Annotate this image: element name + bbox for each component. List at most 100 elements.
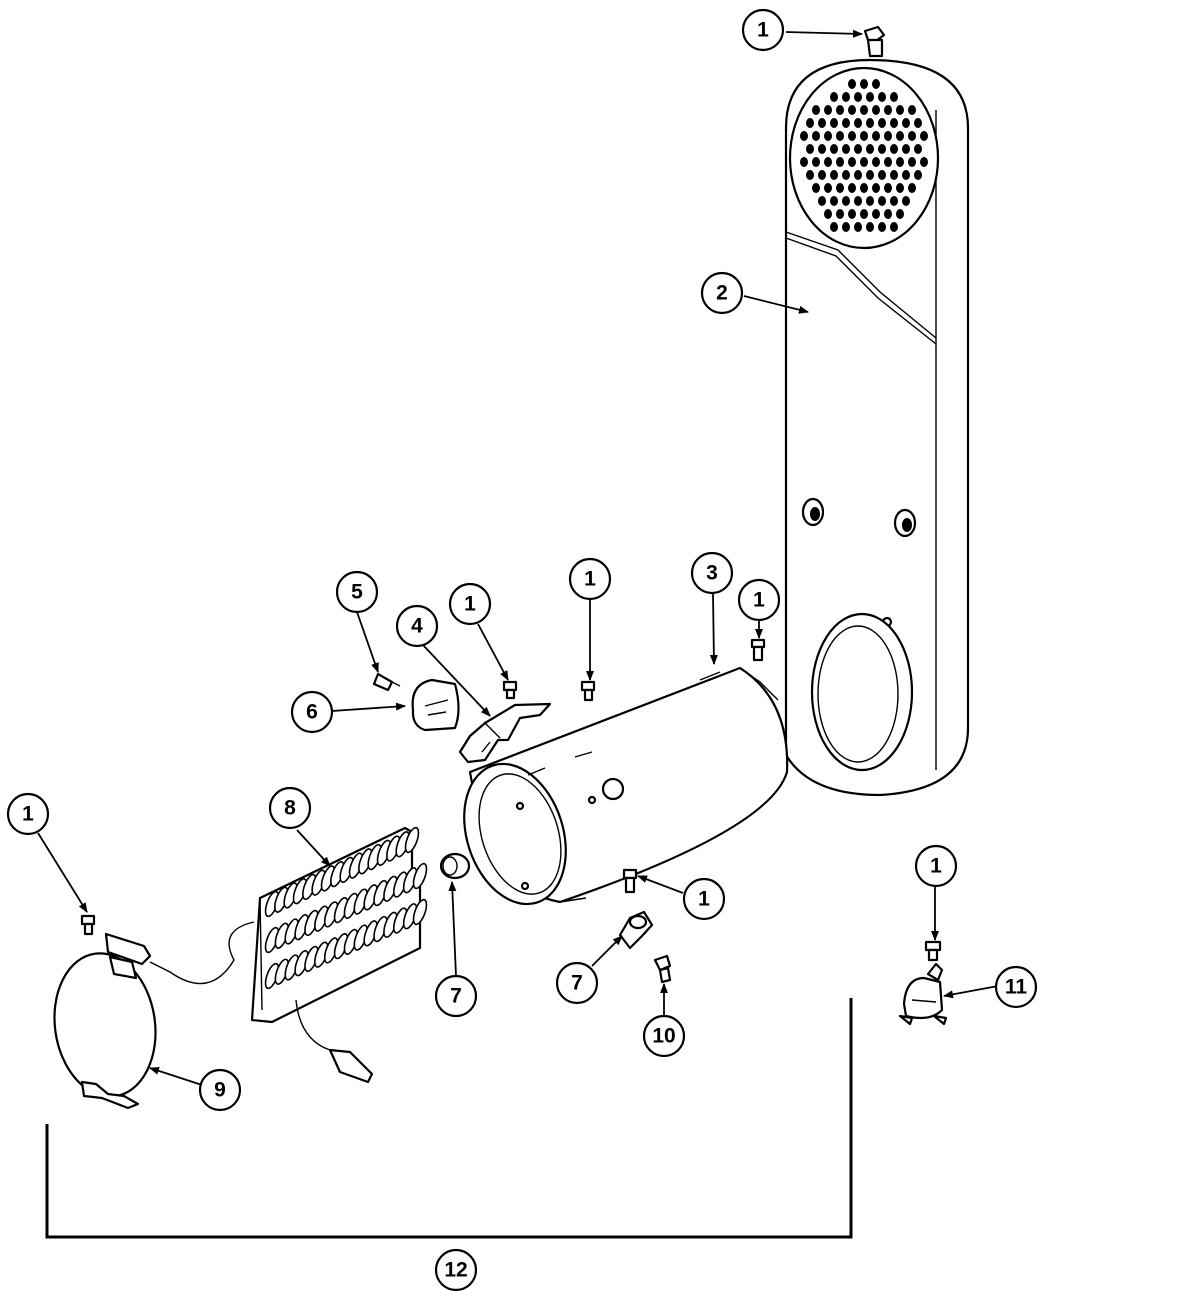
grille-hole	[854, 196, 862, 206]
grille-hole	[848, 131, 856, 141]
grille-hole	[824, 157, 832, 167]
grille-hole	[836, 209, 844, 219]
grille-hole	[848, 209, 856, 219]
callout-9: 9	[198, 1068, 242, 1112]
coil-loop	[412, 862, 428, 890]
screw-icon	[750, 638, 766, 662]
grille-hole	[830, 92, 838, 102]
grille-hole	[908, 131, 916, 141]
grille-hole	[920, 131, 928, 141]
callout-1: 1	[568, 557, 612, 601]
grille-hole	[836, 183, 844, 193]
grille-hole	[830, 222, 838, 232]
grille-hole	[860, 183, 868, 193]
callout-12: 12	[434, 1248, 478, 1292]
grille-hole	[866, 118, 874, 128]
svg-text:1: 1	[584, 568, 596, 591]
grille-hole	[890, 196, 898, 206]
grille-hole	[872, 79, 880, 89]
grille-hole	[908, 105, 916, 115]
callout-10: 10	[642, 1014, 686, 1058]
screw-icon	[622, 868, 638, 894]
screw-icon	[80, 914, 96, 936]
grille-hole	[884, 157, 892, 167]
heating-element	[104, 826, 428, 1084]
grille-hole	[824, 105, 832, 115]
grille-hole	[812, 131, 820, 141]
grille-hole	[860, 79, 868, 89]
grille-hole	[896, 157, 904, 167]
grille-hole	[908, 157, 916, 167]
callout-6: 6	[290, 690, 334, 734]
callout-5: 5	[335, 570, 379, 614]
grille-hole	[872, 131, 880, 141]
grille-hole	[902, 170, 910, 180]
grille-hole	[872, 157, 880, 167]
duct-panel	[784, 58, 970, 797]
grille-hole	[818, 144, 826, 154]
svg-text:2: 2	[716, 282, 728, 305]
grille-hole	[848, 79, 856, 89]
grille-hole	[842, 92, 850, 102]
grille-hole	[806, 170, 814, 180]
grille-hole	[902, 118, 910, 128]
grille-hole	[908, 183, 916, 193]
grille-hole	[854, 92, 862, 102]
screw-icon	[580, 680, 596, 702]
svg-text:4: 4	[411, 615, 423, 638]
callout-1: 1	[682, 877, 726, 921]
grille-hole	[890, 170, 898, 180]
svg-text:1: 1	[930, 855, 942, 878]
grille-hole	[872, 183, 880, 193]
callout-1: 1	[914, 844, 958, 888]
grille-hole	[866, 222, 874, 232]
callout-8: 8	[268, 786, 312, 830]
grille-hole	[860, 157, 868, 167]
grille-hole	[842, 222, 850, 232]
grille-hole	[890, 144, 898, 154]
grille-hole	[866, 144, 874, 154]
callout-1: 1	[448, 582, 492, 626]
grille-hole	[914, 170, 922, 180]
svg-text:1: 1	[757, 19, 769, 42]
grille-hole	[860, 131, 868, 141]
coil-loop	[412, 898, 428, 926]
callout-1: 1	[737, 578, 781, 622]
grille-hole	[824, 131, 832, 141]
grille-hole	[830, 196, 838, 206]
grille-hole	[878, 222, 886, 232]
grille-hole	[830, 144, 838, 154]
svg-text:1: 1	[22, 803, 34, 826]
grille-hole	[818, 170, 826, 180]
callout-7: 7	[434, 974, 478, 1018]
svg-text:11: 11	[1005, 976, 1028, 999]
svg-text:8: 8	[284, 797, 296, 820]
callout-4: 4	[395, 604, 439, 648]
grille-hole	[806, 118, 814, 128]
grille-hole	[878, 92, 886, 102]
grille-hole	[866, 170, 874, 180]
grille-hole	[914, 118, 922, 128]
grille-hole	[902, 196, 910, 206]
grille-hole	[896, 183, 904, 193]
grille-hole	[842, 144, 850, 154]
svg-text:6: 6	[306, 701, 318, 724]
coil-loop	[404, 826, 420, 854]
grille-hole	[836, 157, 844, 167]
svg-text:1: 1	[464, 593, 476, 616]
grille-hole	[878, 144, 886, 154]
grille-hole	[896, 131, 904, 141]
grille-hole	[806, 144, 814, 154]
callout-1: 1	[741, 8, 785, 52]
grille-hole	[842, 196, 850, 206]
grille-hole	[848, 183, 856, 193]
grille-hole	[884, 131, 892, 141]
svg-text:9: 9	[214, 1079, 226, 1102]
grille-hole	[824, 209, 832, 219]
thermostat-bracket	[458, 702, 552, 764]
screw-icon	[924, 940, 942, 962]
grille-hole	[914, 144, 922, 154]
grille-hole	[866, 92, 874, 102]
grille-hole	[830, 118, 838, 128]
grille-hole	[866, 196, 874, 206]
